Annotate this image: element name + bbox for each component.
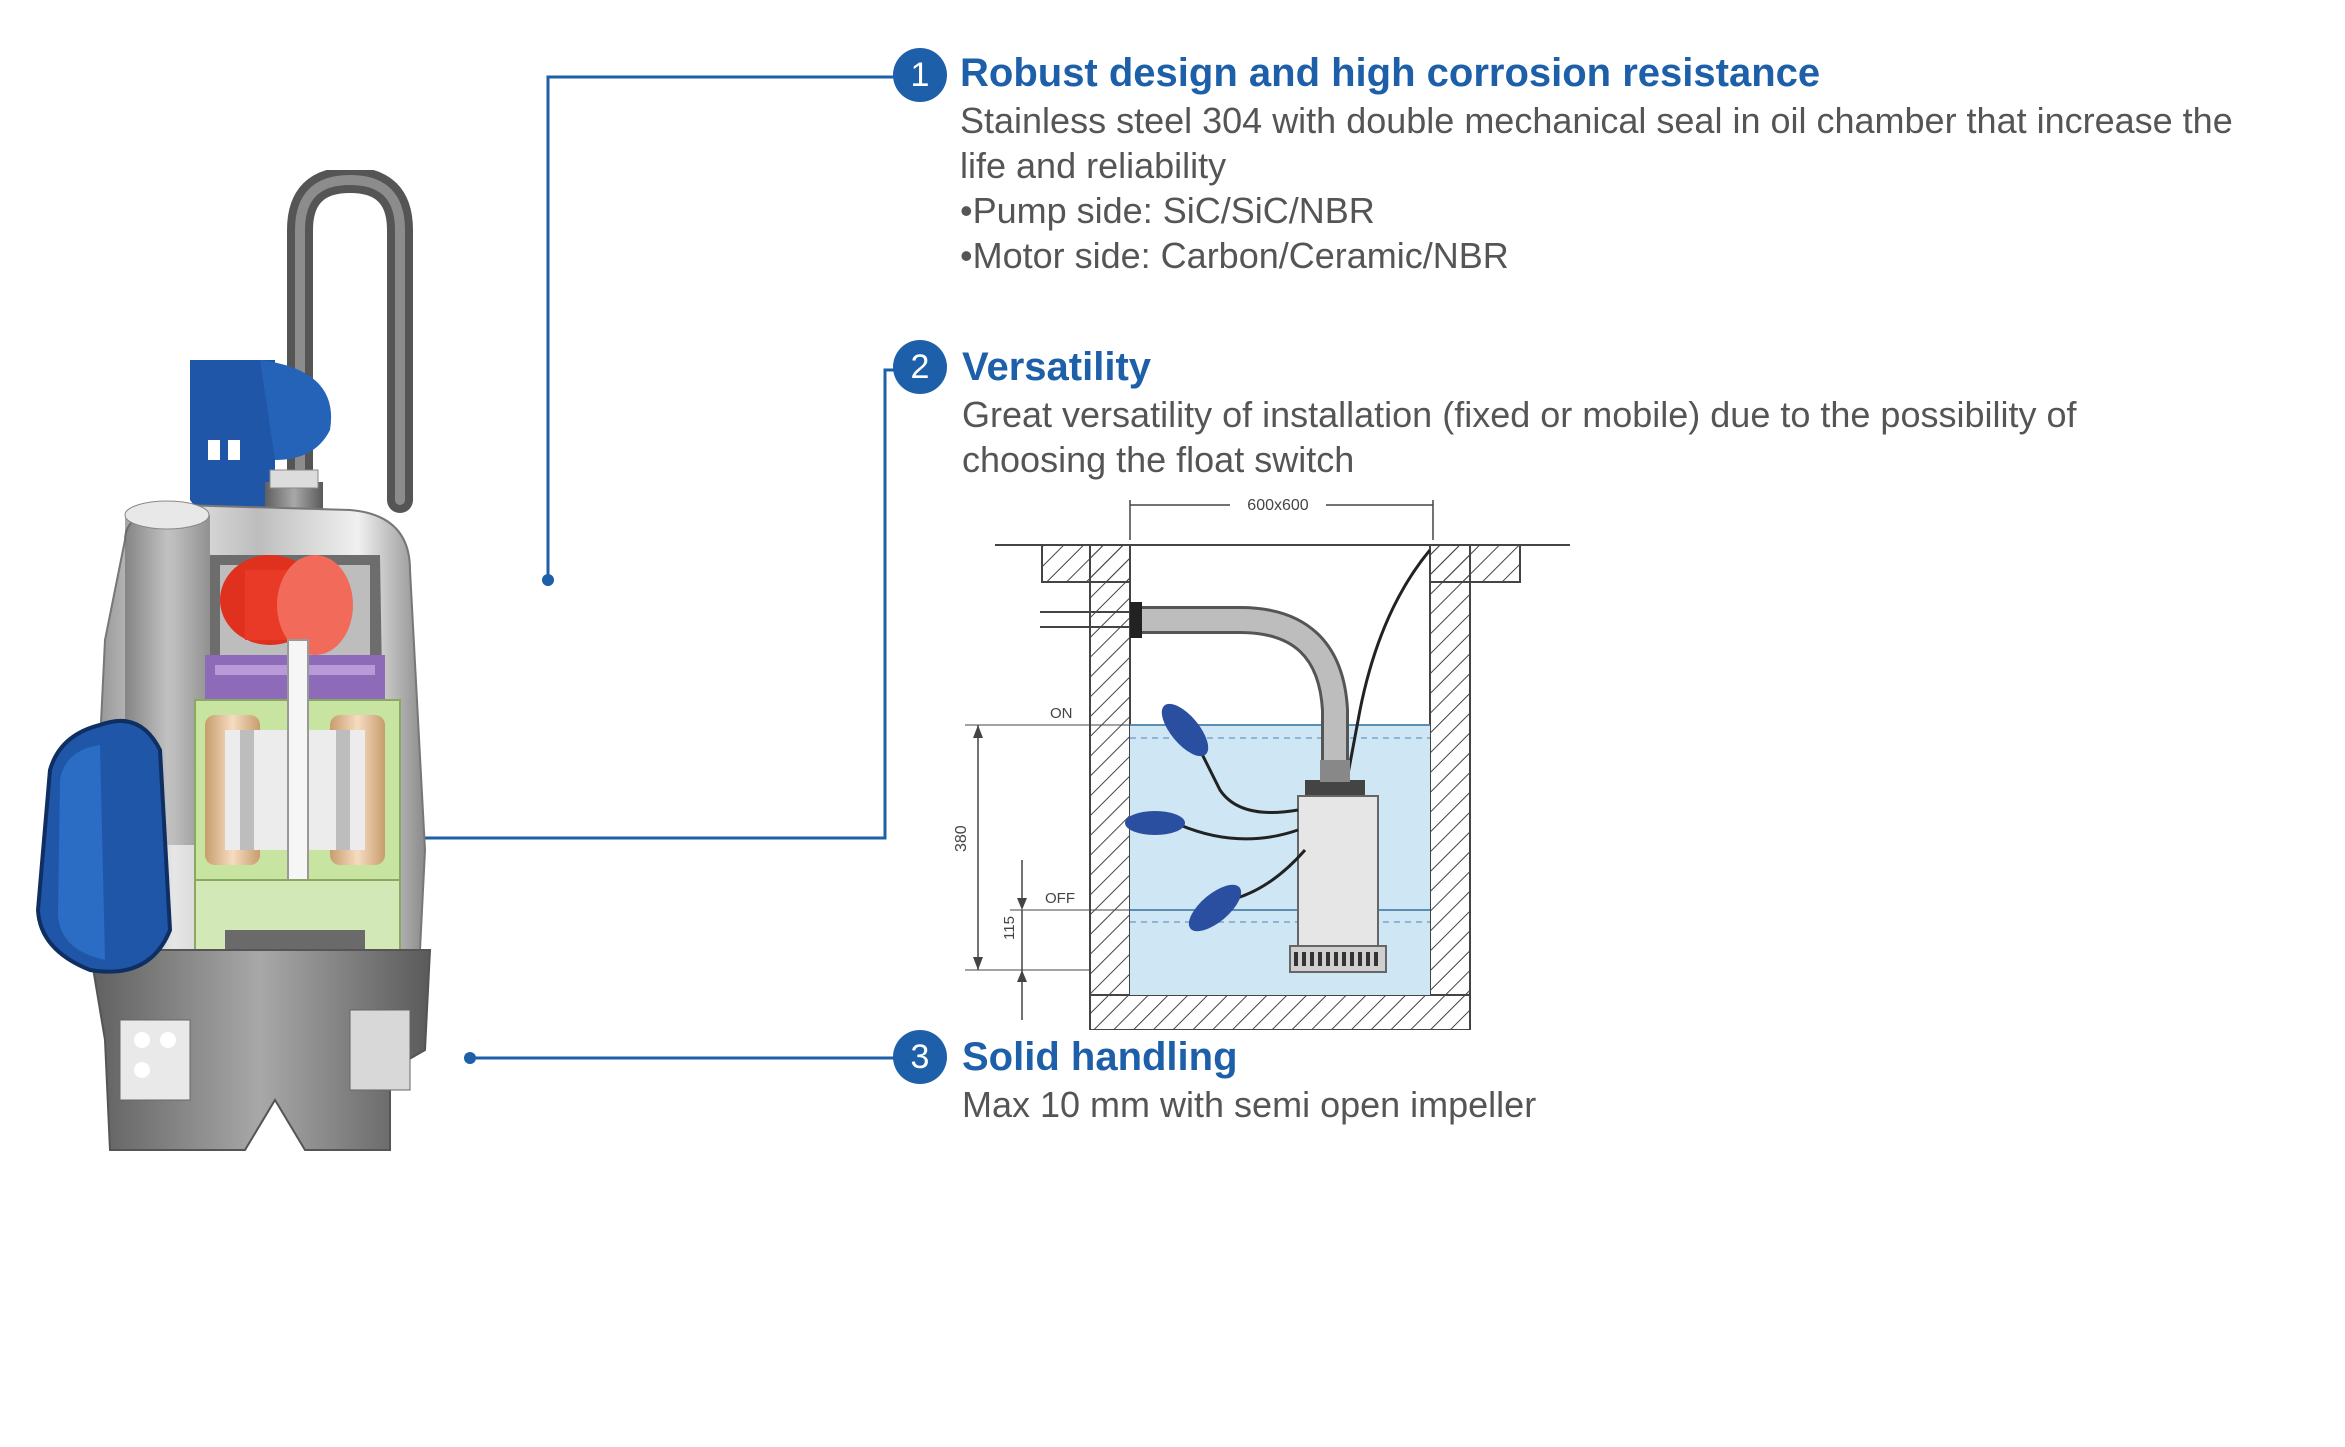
feature-description-line: life and reliability (960, 145, 1227, 186)
feature-number-badge: 1 (893, 48, 947, 102)
feature-description-line: •Motor side: Carbon/Ceramic/NBR (960, 235, 1509, 276)
feature-description: Great versatility of installation (fixed… (962, 392, 2077, 482)
feature-number-badge: 2 (893, 340, 947, 394)
feature-description-line: Max 10 mm with semi open impeller (962, 1084, 1537, 1125)
leader-line-2 (140, 368, 895, 840)
feature-description-line: •Pump side: SiC/SiC/NBR (960, 190, 1375, 231)
height-dimension-label: 380 (953, 825, 970, 852)
feature-title: Robust design and high corrosion resista… (960, 51, 1821, 95)
feature-description-line: Great versatility of installation (fixed… (962, 394, 2077, 435)
feature-number-badge: 3 (893, 1030, 947, 1084)
feature-description: Max 10 mm with semi open impeller (962, 1082, 1536, 1127)
feature-description-line: choosing the float switch (962, 439, 1355, 480)
bottom-dimension-label: 115 (1001, 916, 1018, 940)
feature-description-line: Stainless steel 304 with double mechanic… (960, 100, 2233, 141)
pump-cutaway-illustration (35, 170, 432, 1151)
off-level-label: OFF (1045, 890, 1075, 907)
installation-diagram: 600x600 ON OFF 380 (953, 493, 1570, 1030)
on-level-label: ON (1050, 705, 1073, 722)
feature-title: Solid handling (962, 1035, 1238, 1079)
feature-title: Versatility (962, 345, 1152, 389)
width-dimension-label: 600x600 (1247, 497, 1308, 514)
feature-description: Stainless steel 304 with double mechanic… (960, 98, 2233, 278)
leader-line-1 (546, 75, 895, 580)
